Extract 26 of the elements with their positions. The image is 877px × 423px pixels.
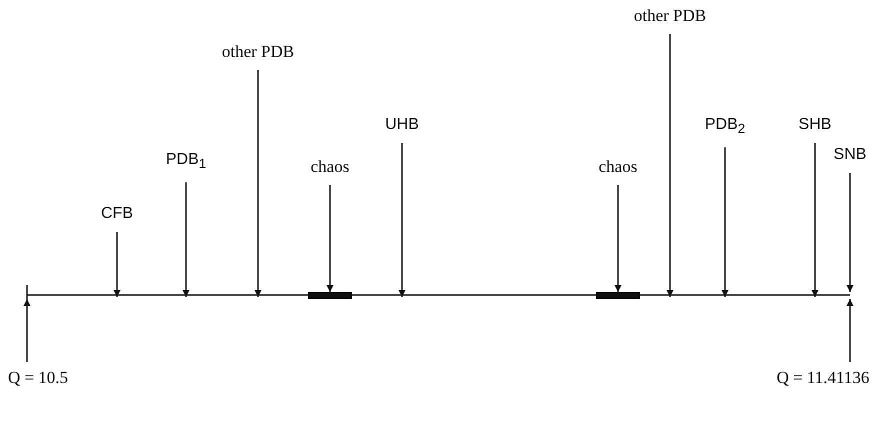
arrow (398, 143, 406, 297)
bifurcation-label: chaos (598, 157, 638, 177)
bifurcation-label: UHB (385, 115, 419, 135)
arrow (812, 143, 818, 297)
arrow (326, 185, 334, 292)
arrow (722, 147, 728, 297)
arrow (182, 182, 190, 297)
parameter-label: Q = 10.5 (8, 368, 68, 388)
arrow (846, 173, 854, 292)
arrow (114, 232, 120, 297)
bifurcation-label: SNB (834, 145, 866, 165)
bifurcation-label: SHB (798, 115, 832, 135)
arrow (666, 34, 674, 297)
parameter-label: Q = 11.41136 (776, 368, 870, 388)
bifurcation-label: CFB (101, 204, 133, 224)
bifurcation-label: other PDB (222, 42, 294, 62)
arrow (24, 299, 30, 362)
bifurcation-label: chaos (310, 157, 350, 177)
bifurcation-label: PDB$_{2}$ (704, 115, 746, 140)
arrow (254, 70, 262, 297)
bifurcation-label: other PDB (634, 6, 706, 26)
arrow (614, 185, 622, 292)
thick-bar-segment (596, 292, 640, 299)
thick-bar-segment (308, 292, 352, 299)
arrow (846, 299, 854, 362)
bifurcation-label: PDB$_{1}$ (166, 150, 206, 174)
